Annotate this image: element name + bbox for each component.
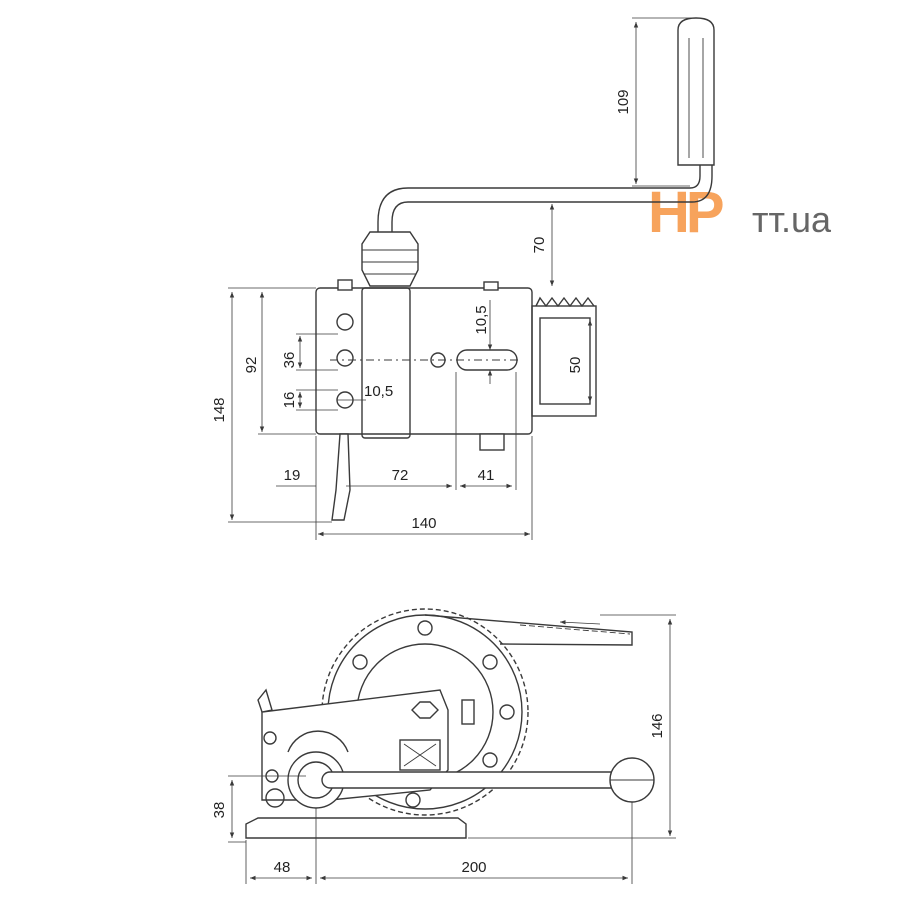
crank-arm — [377, 165, 713, 232]
side-dimensions: 146 38 48 200 — [211, 614, 676, 884]
brake-lever — [331, 433, 351, 521]
gear-assembly — [531, 296, 597, 417]
dim-offset-right: 41 — [478, 467, 495, 484]
dim-base-height: 38 — [211, 802, 228, 819]
dim-hole-offset: 16 — [281, 392, 298, 409]
logo-domain: тт.ua — [752, 199, 832, 240]
housing-body — [315, 279, 533, 451]
handle-grip — [677, 17, 715, 166]
logo-brand: HP — [648, 180, 723, 245]
crank-handle-side — [287, 751, 655, 809]
top-dimensions: 109 70 50 10,5 148 92 36 16 10,5 — [211, 17, 696, 540]
top-view — [315, 17, 715, 521]
dim-offset-mid: 72 — [392, 467, 409, 484]
dim-hole-span: 92 — [243, 357, 260, 374]
dim-overall-width: 140 — [411, 515, 436, 532]
logo: HP тт.ua — [648, 180, 832, 245]
dim-offset-left: 19 — [284, 467, 301, 484]
dim-crank-height: 70 — [531, 237, 548, 254]
dim-base-length: 200 — [461, 859, 486, 876]
dim-slot-width: 10,5 — [473, 305, 490, 334]
dim-drum-width: 50 — [567, 357, 584, 374]
dim-hole-spacing: 36 — [281, 352, 298, 369]
side-view — [245, 608, 655, 839]
dim-hole-diameter: 10,5 — [364, 383, 393, 400]
dim-side-height: 146 — [649, 713, 666, 738]
crank-boss — [361, 231, 419, 287]
cable — [424, 614, 633, 646]
dim-handle-length: 109 — [615, 89, 632, 114]
base-plate — [245, 817, 467, 839]
dim-body-height: 148 — [211, 397, 228, 422]
dim-base-offset: 48 — [274, 859, 291, 876]
